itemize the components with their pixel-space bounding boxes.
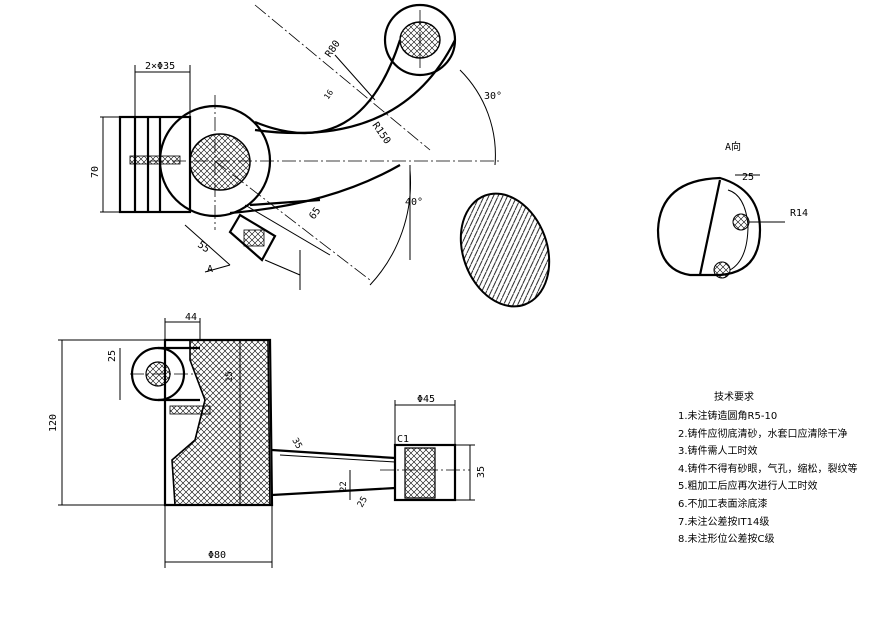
dim-15: 15 (225, 371, 235, 382)
dim-r80: R80 (323, 39, 342, 60)
dim-30deg: 30° (484, 91, 502, 102)
dim-35-arm: 35 (289, 437, 303, 451)
dim-aux-25: 25 (742, 172, 754, 183)
tech-req-2: 2.铸件应彻底清砂，水套口应清除干净 (678, 428, 848, 440)
dim-25: 25 (107, 350, 118, 362)
dim-25-arm: 25 (356, 495, 370, 509)
tech-req-8: 8.未注形位公差按C级 (678, 534, 775, 546)
tech-requirements-title: 技术要求 (714, 392, 754, 403)
dim-40deg: 40° (405, 197, 423, 208)
dim-55: 55 (195, 239, 211, 255)
dim-35-boss: 35 (476, 466, 487, 478)
aux-view: A向 25 R14 (656, 140, 808, 279)
dim-120: 120 (48, 414, 59, 432)
front-view-dimensions: 44 25 120 15 Φ80 35 22 25 C1 Φ45 35 (48, 312, 487, 561)
dim-r150: R150 (370, 120, 393, 146)
dim-22: 22 (339, 481, 349, 492)
dim-44: 44 (185, 312, 197, 323)
top-view (100, 3, 500, 290)
aux-view-label: A向 (725, 140, 741, 153)
tech-req-1: 1.未注铸造圆角R5-10 (678, 411, 778, 422)
front-view (58, 318, 475, 568)
tech-req-5: 5.粗加工后应再次进行人工时效 (678, 481, 818, 493)
dim-r14: R14 (790, 208, 808, 219)
dim-phi80: Φ80 (208, 550, 226, 561)
dim-65: 65 (307, 206, 323, 222)
dim-phi45: Φ45 (417, 394, 435, 405)
tech-requirements: 技术要求 1.未注铸造圆角R5-10 2.铸件应彻底清砂，水套口应清除干净 3.… (678, 388, 874, 549)
tech-req-3: 3.铸件需人工时效 (678, 446, 758, 458)
section-view (459, 192, 551, 308)
tech-req-4: 4.铸件不得有砂眼，气孔，缩松，裂纹等 (678, 463, 858, 475)
tech-req-7: 7.未注公差按IT14级 (678, 516, 770, 528)
tech-req-6: 6.不加工表面涂底漆 (678, 498, 768, 510)
dim-16: 16 (322, 88, 335, 101)
section-mark-a: A (207, 264, 213, 275)
dim-c1: C1 (397, 434, 409, 445)
dim-2xphi35: 2×Φ35 (145, 61, 175, 72)
dim-70: 70 (90, 166, 101, 178)
